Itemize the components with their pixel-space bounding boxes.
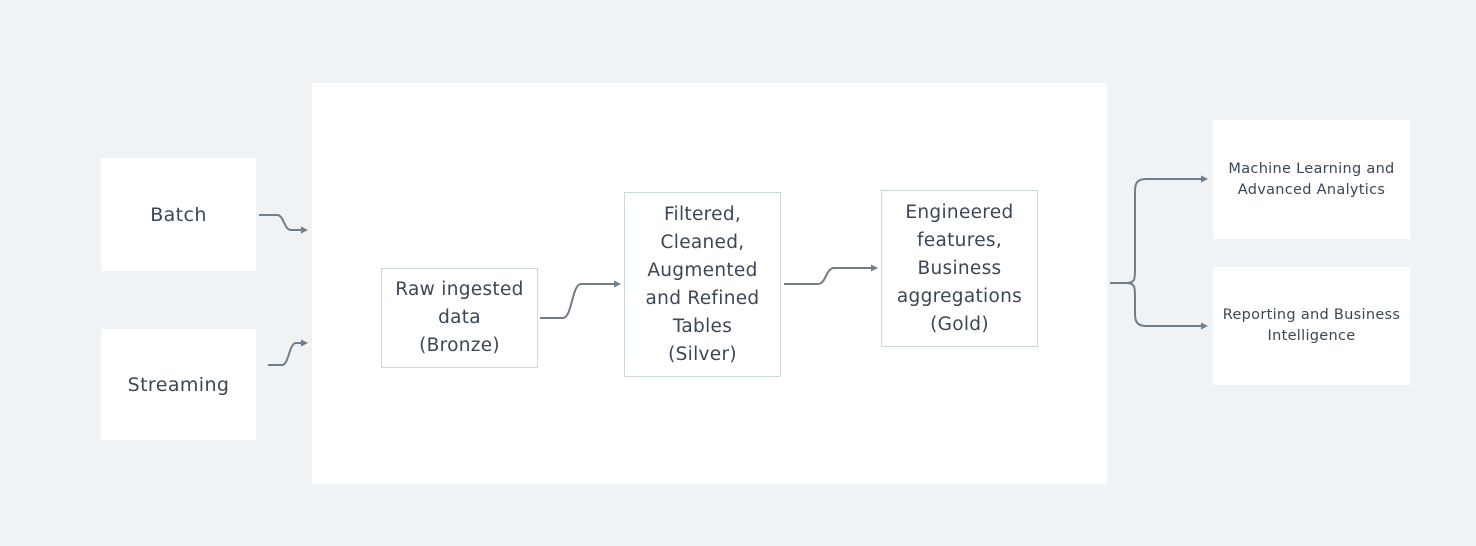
source-batch-label: Batch <box>150 203 207 226</box>
connector-streaming-to-lake <box>268 339 308 366</box>
connector-batch-to-lake <box>259 214 308 234</box>
stage-gold-label: Engineered features, Business aggregatio… <box>896 201 1023 335</box>
stage-silver-label: Filtered, Cleaned, Augmented and Refined… <box>645 203 760 365</box>
arrowhead-icon <box>871 264 878 272</box>
stage-bronze-label: Raw ingested data (Bronze) <box>395 279 524 356</box>
output-ml-analytics: Machine Learning and Advanced Analytics <box>1213 120 1410 239</box>
connector-silver-to-gold <box>784 264 878 285</box>
source-batch: Batch <box>101 158 256 271</box>
arrowhead-icon <box>1201 322 1208 330</box>
output-reporting-bi: Reporting and Business Intelligence <box>1213 267 1410 385</box>
connector-gold-to-outputs <box>1110 175 1208 330</box>
stage-bronze: Raw ingested data (Bronze) <box>381 268 538 368</box>
connector-bronze-to-silver <box>540 280 621 319</box>
source-streaming: Streaming <box>101 329 256 440</box>
arrowhead-icon <box>1201 175 1208 183</box>
output-ml-analytics-label: Machine Learning and Advanced Analytics <box>1228 160 1395 198</box>
arrowhead-icon <box>301 226 308 234</box>
stage-silver: Filtered, Cleaned, Augmented and Refined… <box>624 192 781 377</box>
source-streaming-label: Streaming <box>127 373 230 396</box>
arrowhead-icon <box>301 339 308 347</box>
stage-gold: Engineered features, Business aggregatio… <box>881 190 1038 347</box>
arrowhead-icon <box>614 280 621 288</box>
output-reporting-bi-label: Reporting and Business Intelligence <box>1222 307 1401 344</box>
